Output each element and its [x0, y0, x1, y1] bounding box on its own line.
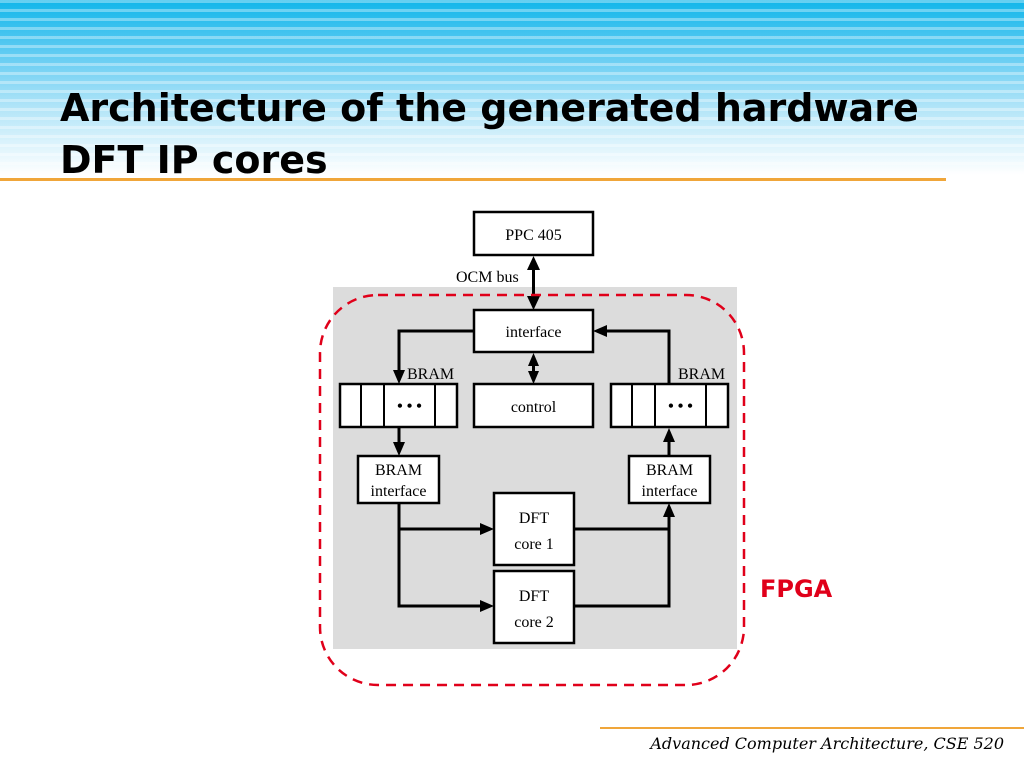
bram-interface-to-dft-cores-links — [397, 503, 494, 612]
interface-block: interface — [472, 308, 595, 354]
header-background — [0, 0, 1024, 175]
bram-left-to-interface-link — [393, 427, 405, 456]
title-divider — [0, 178, 946, 181]
bram-right-block: • • • BRAM — [609, 366, 730, 429]
interface-label: interface — [506, 324, 562, 341]
control-label: control — [511, 399, 557, 416]
ocm-bus-link: OCM bus — [456, 256, 540, 310]
dft-core-2-label-2: core 2 — [514, 614, 554, 631]
bram-left-dots: • • • — [397, 398, 422, 415]
bram-right-interface-to-bram-link — [663, 428, 675, 456]
bram-interface-left-label-2: interface — [371, 483, 427, 500]
interface-control-link — [528, 353, 539, 384]
dft-core-1-label-1: DFT — [519, 510, 549, 527]
slide-title-line-1: Architecture of the generated hardware — [60, 86, 919, 130]
dft-core-1-label-2: core 1 — [514, 536, 554, 553]
fpga-label: FPGA — [760, 575, 833, 603]
interface-to-bram-left-link — [393, 329, 474, 384]
ppc-405-label: PPC 405 — [505, 227, 561, 244]
control-block: control — [472, 382, 595, 429]
bram-left-block: • • • BRAM — [338, 366, 459, 429]
bram-interface-right-label-1: BRAM — [646, 462, 693, 479]
bram-right-dots: • • • — [668, 398, 693, 415]
slide-footer: Advanced Computer Architecture, CSE 520 — [650, 734, 1004, 753]
bram-right-label: BRAM — [678, 366, 725, 383]
dft-cores-to-bram-interface-links — [574, 503, 675, 608]
bram-interface-right-label-2: interface — [642, 483, 698, 500]
dft-core-1-block: DFT core 1 — [492, 491, 576, 567]
bram-right-to-interface-link — [593, 325, 671, 384]
slide-title-line-2: DFT IP cores — [60, 138, 328, 182]
bram-interface-left-label-1: BRAM — [375, 462, 422, 479]
bram-left-label: BRAM — [407, 366, 454, 383]
footer-divider — [600, 727, 1024, 729]
dft-core-2-block: DFT core 2 — [492, 569, 576, 645]
ppc-405-block: PPC 405 — [472, 210, 595, 257]
dft-core-2-label-1: DFT — [519, 588, 549, 605]
fpga-boundary — [318, 293, 746, 687]
ocm-bus-label: OCM bus — [456, 269, 519, 286]
slide-title: Architecture of the generated hardware D… — [60, 82, 990, 186]
bram-interface-right-block: BRAM interface — [627, 454, 712, 505]
bram-interface-left-block: BRAM interface — [356, 454, 441, 505]
